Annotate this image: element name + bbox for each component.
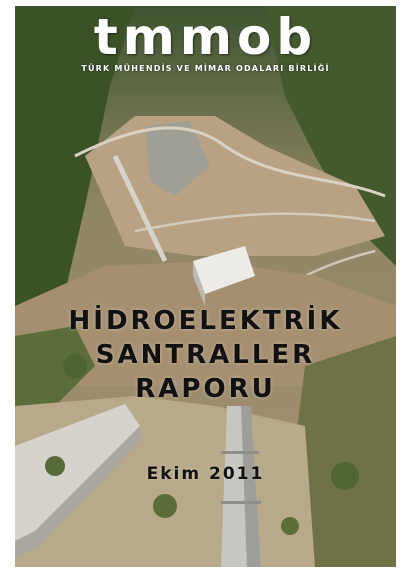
report-title-line: RAPORU	[135, 374, 276, 404]
report-cover: tmmob TÜRK MÜHENDİS VE MİMAR ODALARI BİR…	[15, 6, 396, 567]
dam-construction-photo	[15, 6, 396, 567]
report-date: Ekim 2011	[146, 464, 265, 484]
tmmob-logo-text: tmmob	[93, 8, 318, 66]
report-title: HİDROELEKTRİK SANTRALLER RAPORU	[15, 304, 396, 406]
organization-name: TÜRK MÜHENDİS VE MİMAR ODALARI BİRLİĞİ	[81, 64, 330, 73]
report-title-line: HİDROELEKTRİK	[68, 306, 343, 336]
report-title-line: SANTRALLER	[95, 340, 316, 370]
